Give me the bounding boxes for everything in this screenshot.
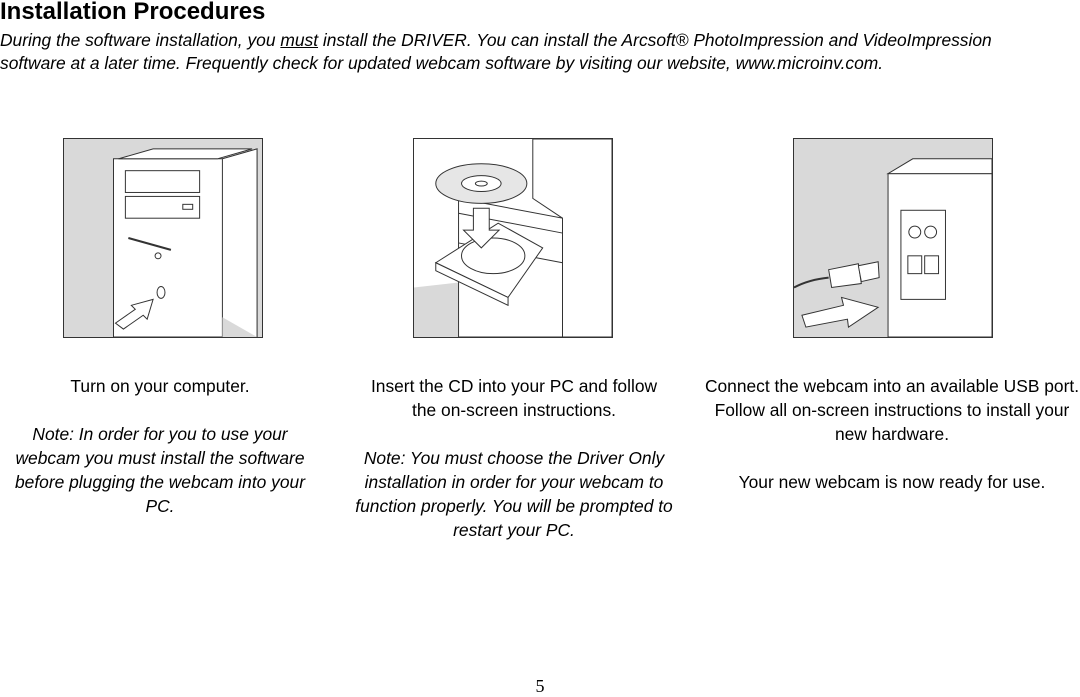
step-2-text: Insert the CD into your PC and follow th… bbox=[370, 376, 658, 420]
insert-cd-drawing bbox=[414, 139, 612, 337]
page-number: 5 bbox=[535, 676, 545, 696]
step-1-text: Turn on your computer. bbox=[70, 376, 250, 396]
intro-emphasis: must bbox=[280, 30, 319, 50]
step-3: Connect the webcam into an available USB… bbox=[704, 374, 1080, 494]
step-1-note: Note: In order for you to use your webca… bbox=[14, 424, 306, 516]
intro-part2: install the DRIVER. You can install the … bbox=[0, 30, 992, 73]
illustration-insert-cd bbox=[413, 138, 613, 338]
step-3-text: Connect the webcam into an available USB… bbox=[704, 376, 1080, 444]
step-3-ready: Your new webcam is now ready for use. bbox=[738, 472, 1046, 492]
page-title: Installation Procedures bbox=[0, 0, 266, 25]
intro-paragraph: During the software installation, you mu… bbox=[0, 29, 1060, 75]
illustration-computer-tower bbox=[63, 138, 263, 338]
illustration-usb-connect bbox=[793, 138, 993, 338]
step-2: Insert the CD into your PC and follow th… bbox=[348, 374, 680, 542]
computer-tower-drawing bbox=[64, 139, 262, 337]
intro-part1: During the software installation, you bbox=[0, 30, 281, 50]
step-2-note: Note: You must choose the Driver Only in… bbox=[355, 448, 673, 540]
step-1: Turn on your computer. Note: In order fo… bbox=[10, 374, 310, 518]
usb-connect-drawing bbox=[794, 139, 992, 337]
